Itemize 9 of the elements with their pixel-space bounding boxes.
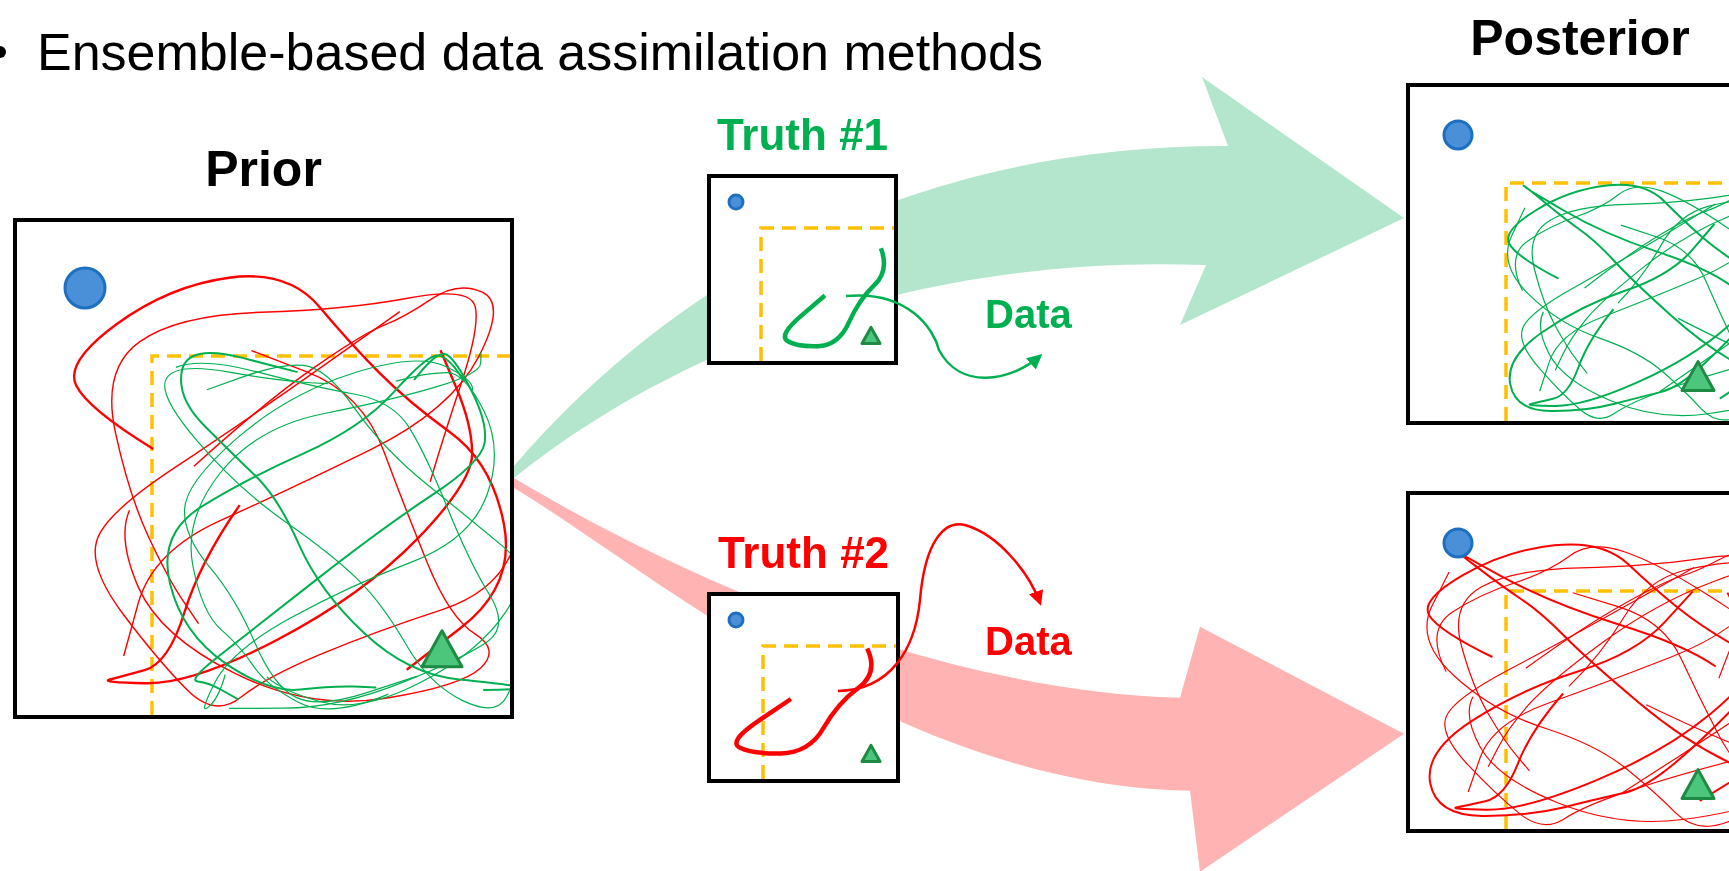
data-label: Data [985, 619, 1072, 664]
plot-heading: Posterior [1470, 9, 1690, 67]
curved-arrow [845, 294, 1043, 379]
plot-heading: Truth #1 [716, 110, 889, 160]
plot-frame [1406, 491, 1729, 833]
plot-heading: Prior [205, 140, 322, 198]
title: Ensemble-based data assimilation methods [37, 22, 1043, 82]
plot-heading: Truth #2 [717, 528, 890, 578]
data-label: Data [985, 292, 1072, 337]
